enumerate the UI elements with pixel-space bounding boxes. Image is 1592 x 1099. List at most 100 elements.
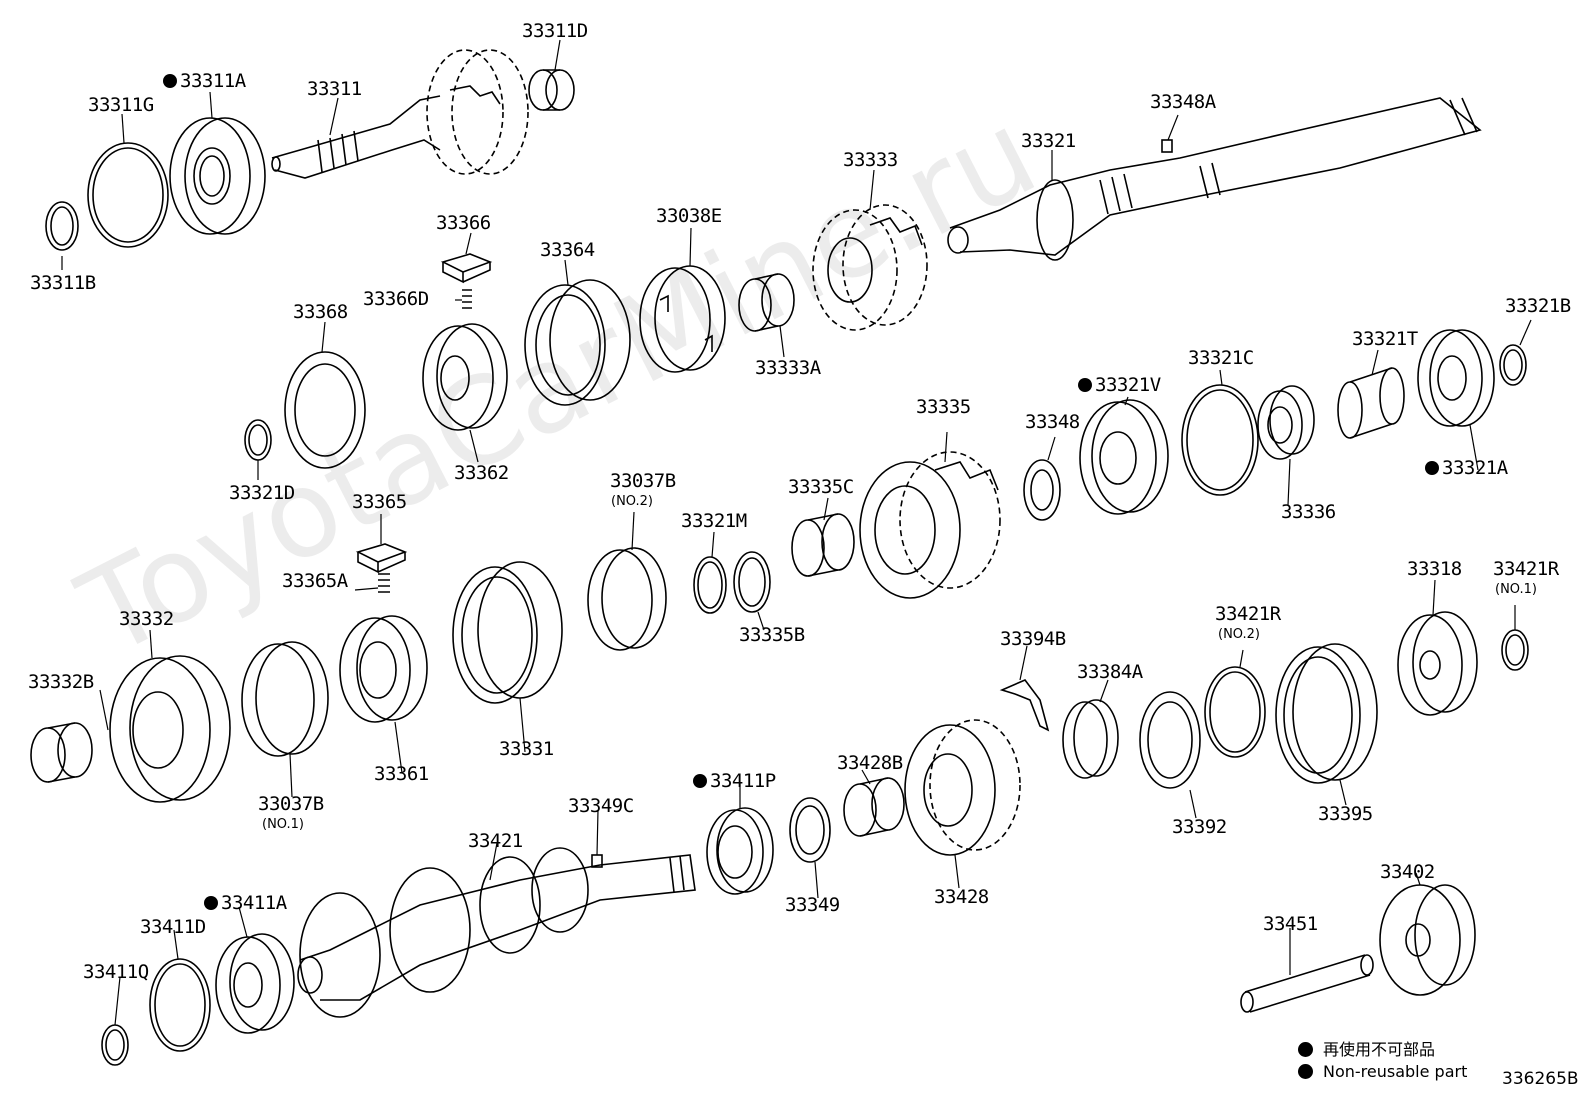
shaft-33451 [1240, 954, 1374, 1013]
spacer-33348 [1023, 459, 1061, 521]
synchronizer-ring-33368 [284, 351, 366, 469]
hub-33318 [1397, 611, 1478, 716]
washer-33335B [733, 551, 771, 613]
non-reusable-dot [163, 74, 177, 88]
snap-ring-33321B [1499, 344, 1527, 386]
part-label-33451: 33451 [1263, 913, 1318, 935]
part-label-33349C: 33349C [568, 795, 634, 817]
gear-33336 [1257, 385, 1315, 460]
part-label-33311A: 33311A [163, 72, 246, 91]
legend-dot [1298, 1042, 1313, 1057]
part-label-33321: 33321 [1021, 130, 1076, 152]
part-label-33364: 33364 [540, 239, 595, 261]
part-label-33402: 33402 [1380, 861, 1435, 883]
part-label-33311B: 33311B [30, 272, 96, 294]
part-label-33421: 33421 [468, 830, 523, 852]
needle-bearing-33335C [791, 513, 855, 577]
bearing-33311A [169, 117, 266, 235]
part-label-33333: 33333 [843, 149, 898, 171]
snap-ring-33411D [149, 958, 211, 1052]
synchronizer-ring-33384A [1062, 699, 1119, 779]
washer-33349 [789, 797, 831, 863]
part-label-33321M: 33321M [681, 510, 747, 532]
part-label-33428B: 33428B [837, 752, 903, 774]
spacer-33321T [1337, 367, 1405, 439]
snap-ring-33311G [87, 142, 169, 248]
part-label-33384A: 33384A [1077, 661, 1143, 683]
part-label-33348A: 33348A [1150, 91, 1216, 113]
needle-bearing-33311D [528, 69, 575, 111]
spring-33365A [378, 573, 390, 593]
non-reusable-dot [204, 896, 218, 910]
part-label-33332: 33332 [119, 608, 174, 630]
part-label-33311G: 33311G [88, 94, 154, 116]
part-label-33394B: 33394B [1000, 628, 1066, 650]
legend-jp-text: 再使用不可部品 [1323, 1040, 1436, 1059]
part-label-33365A: 33365A [282, 570, 348, 592]
output-shaft-33321 [947, 97, 1482, 261]
non-reusable-dot [1425, 461, 1439, 475]
legend-japanese: 再使用不可部品 [1298, 1036, 1435, 1060]
part-number: 33321A [1442, 457, 1508, 479]
snap-ring-33321D [244, 419, 272, 461]
label-no1-33037B: (NO.1) [262, 817, 304, 832]
spring-33366D [462, 289, 472, 309]
part-label-33421R-no2: 33421R [1215, 603, 1281, 625]
counter-gear-33421 [297, 847, 696, 1018]
part-label-33333A: 33333A [755, 357, 821, 379]
non-reusable-dot [693, 774, 707, 788]
part-number: 33411A [221, 892, 287, 914]
needle-bearing-33333A [738, 273, 795, 332]
part-number: 33411P [710, 770, 776, 792]
part-label-33332B: 33332B [28, 671, 94, 693]
gear-33395 [1275, 643, 1378, 784]
snap-ring-33421R-no2 [1204, 666, 1266, 758]
part-label-33395: 33395 [1318, 803, 1373, 825]
non-reusable-dot [1078, 378, 1092, 392]
part-label-33428: 33428 [934, 886, 989, 908]
synchronizer-ring-33037B-no2 [587, 547, 667, 651]
shifting-key-33366 [440, 253, 493, 284]
part-label-33331: 33331 [499, 738, 554, 760]
part-label-33411Q: 33411Q [83, 961, 149, 983]
bearing-33321A [1417, 329, 1495, 427]
legend-dot [1298, 1064, 1313, 1079]
diagram-code: 336265B [1502, 1069, 1579, 1089]
part-label-33411A: 33411A [204, 894, 287, 913]
input-shaft-33311 [271, 49, 529, 179]
legend-english: Non-reusable part [1298, 1062, 1467, 1081]
part-label-33321A: 33321A [1425, 459, 1508, 478]
sleeve-33331 [452, 561, 563, 704]
part-label-33311D: 33311D [522, 20, 588, 42]
part-number: 33311A [180, 70, 246, 92]
legend-en-text: Non-reusable part [1323, 1062, 1468, 1081]
part-label-33037B-no1: 33037B [258, 793, 324, 815]
part-label-33311: 33311 [307, 78, 362, 100]
snap-ring-33411Q [101, 1024, 129, 1066]
part-label-33335B: 33335B [739, 624, 805, 646]
gear-33333 [812, 204, 928, 331]
snap-ring-33311B [45, 201, 79, 251]
synchronizer-ring-33037B-no1 [241, 641, 329, 757]
needle-bearing-33428B [843, 777, 905, 837]
part-label-33421R-no1: 33421R [1493, 558, 1559, 580]
part-label-33321C: 33321C [1188, 347, 1254, 369]
part-label-33335C: 33335C [788, 476, 854, 498]
label-no1-33421R: (NO.1) [1495, 582, 1537, 597]
part-label-33348: 33348 [1025, 411, 1080, 433]
part-label-33411P: 33411P [693, 772, 776, 791]
hub-33361 [339, 615, 428, 723]
label-no2-33037B: (NO.2) [611, 494, 653, 509]
part-label-33349: 33349 [785, 894, 840, 916]
part-label-33336: 33336 [1281, 501, 1336, 523]
label-no2-33421R: (NO.2) [1218, 627, 1260, 642]
plate-33392 [1139, 691, 1201, 789]
part-label-33318: 33318 [1407, 558, 1462, 580]
part-label-33335: 33335 [916, 396, 971, 418]
snap-ring-33321M [693, 556, 727, 614]
key-33394B [999, 679, 1050, 732]
snap-ring-33321C [1181, 384, 1259, 496]
bearing-33411P [706, 807, 774, 895]
